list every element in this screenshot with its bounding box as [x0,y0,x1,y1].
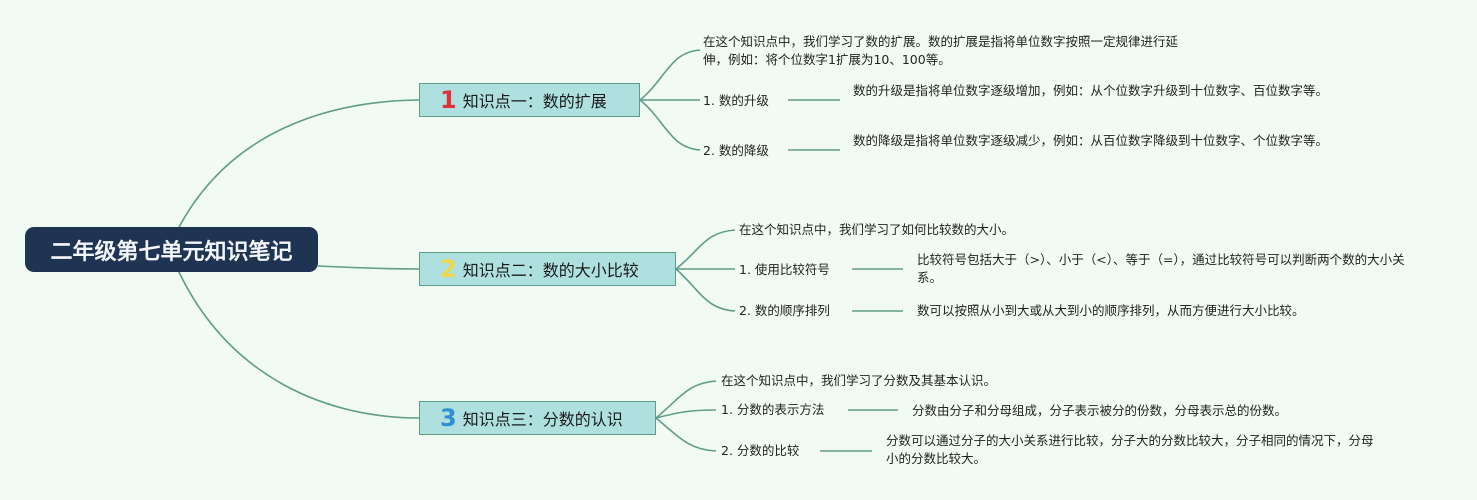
topic-1-intro: 在这个知识点中，我们学习了数的扩展。数的扩展是指将单位数字按照一定规律进行延伸，… [703,34,1179,67]
topic-2-sub-1-desc: 比较符号包括大于（>）、小于（<）、等于（=），通过比较符号可以判断两个数的大小… [917,252,1405,285]
connector-root-topic-1 [177,99,420,230]
connector-topic-3-sub-1 [655,409,717,419]
topic-node-1[interactable]: 1 知识点一：数的扩展 [419,83,640,117]
topic-label-3: 知识点三：分数的认识 [462,410,623,429]
topic-1-sub-1-label[interactable]: 1. 数的升级 [703,93,769,108]
root-node[interactable]: 二年级第七单元知识笔记 [25,227,318,272]
connector-topic-1-sub-2 [639,99,701,151]
topic-3-sub-2-label[interactable]: 2. 分数的比较 [721,443,800,458]
topic-3-sub-1-label[interactable]: 1. 分数的表示方法 [721,402,825,417]
topic-3-intro: 在这个知识点中，我们学习了分数及其基本认识。 [721,373,997,388]
topic-2-intro: 在这个知识点中，我们学习了如何比较数的大小。 [739,222,1015,237]
topic-3-sub-2-desc: 分数可以通过分子的大小关系进行比较，分子大的分数比较大，分子相同的情况下，分母小… [886,433,1374,466]
topic-2-sub-2-label[interactable]: 2. 数的顺序排列 [739,303,830,318]
topic-number-2: 2 [440,255,457,283]
topic-label-1: 知识点一：数的扩展 [462,92,607,111]
connector-topic-3-sub-2 [655,417,717,452]
connector-topic-1-intro [639,49,701,101]
topic-node-3[interactable]: 3 知识点三：分数的认识 [419,401,656,435]
topic-2-sub-2-desc: 数可以按照从小到大或从大到小的顺序排列，从而方便进行大小比较。 [917,303,1305,318]
topic-1-sub-2-desc: 数的降级是指将单位数字逐级减少，例如：从百位数字降级到十位数字、个位数字等。 [853,133,1329,148]
root-title: 二年级第七单元知识笔记 [50,239,293,265]
connector-topic-2-intro [675,229,736,270]
connector-topic-3-intro [655,380,717,419]
topic-label-2: 知识点二：数的大小比较 [462,261,639,280]
topic-number-1: 1 [440,86,457,114]
topic-3-sub-1-desc: 分数由分子和分母组成，分子表示被分的份数，分母表示总的份数。 [912,403,1288,418]
connector-root-topic-3 [177,269,420,419]
topic-1-sub-1-desc: 数的升级是指将单位数字逐级增加，例如：从个位数字升级到十位数字、百位数字等。 [853,83,1329,98]
topic-1-sub-2-label[interactable]: 2. 数的降级 [703,143,769,158]
topic-2-sub-1-label[interactable]: 1. 使用比较符号 [739,262,830,277]
topic-node-2[interactable]: 2 知识点二：数的大小比较 [419,252,676,286]
connector-topic-2-sub-2 [675,268,736,312]
connector-root-topic-2 [317,265,420,270]
topic-number-3: 3 [440,404,457,432]
